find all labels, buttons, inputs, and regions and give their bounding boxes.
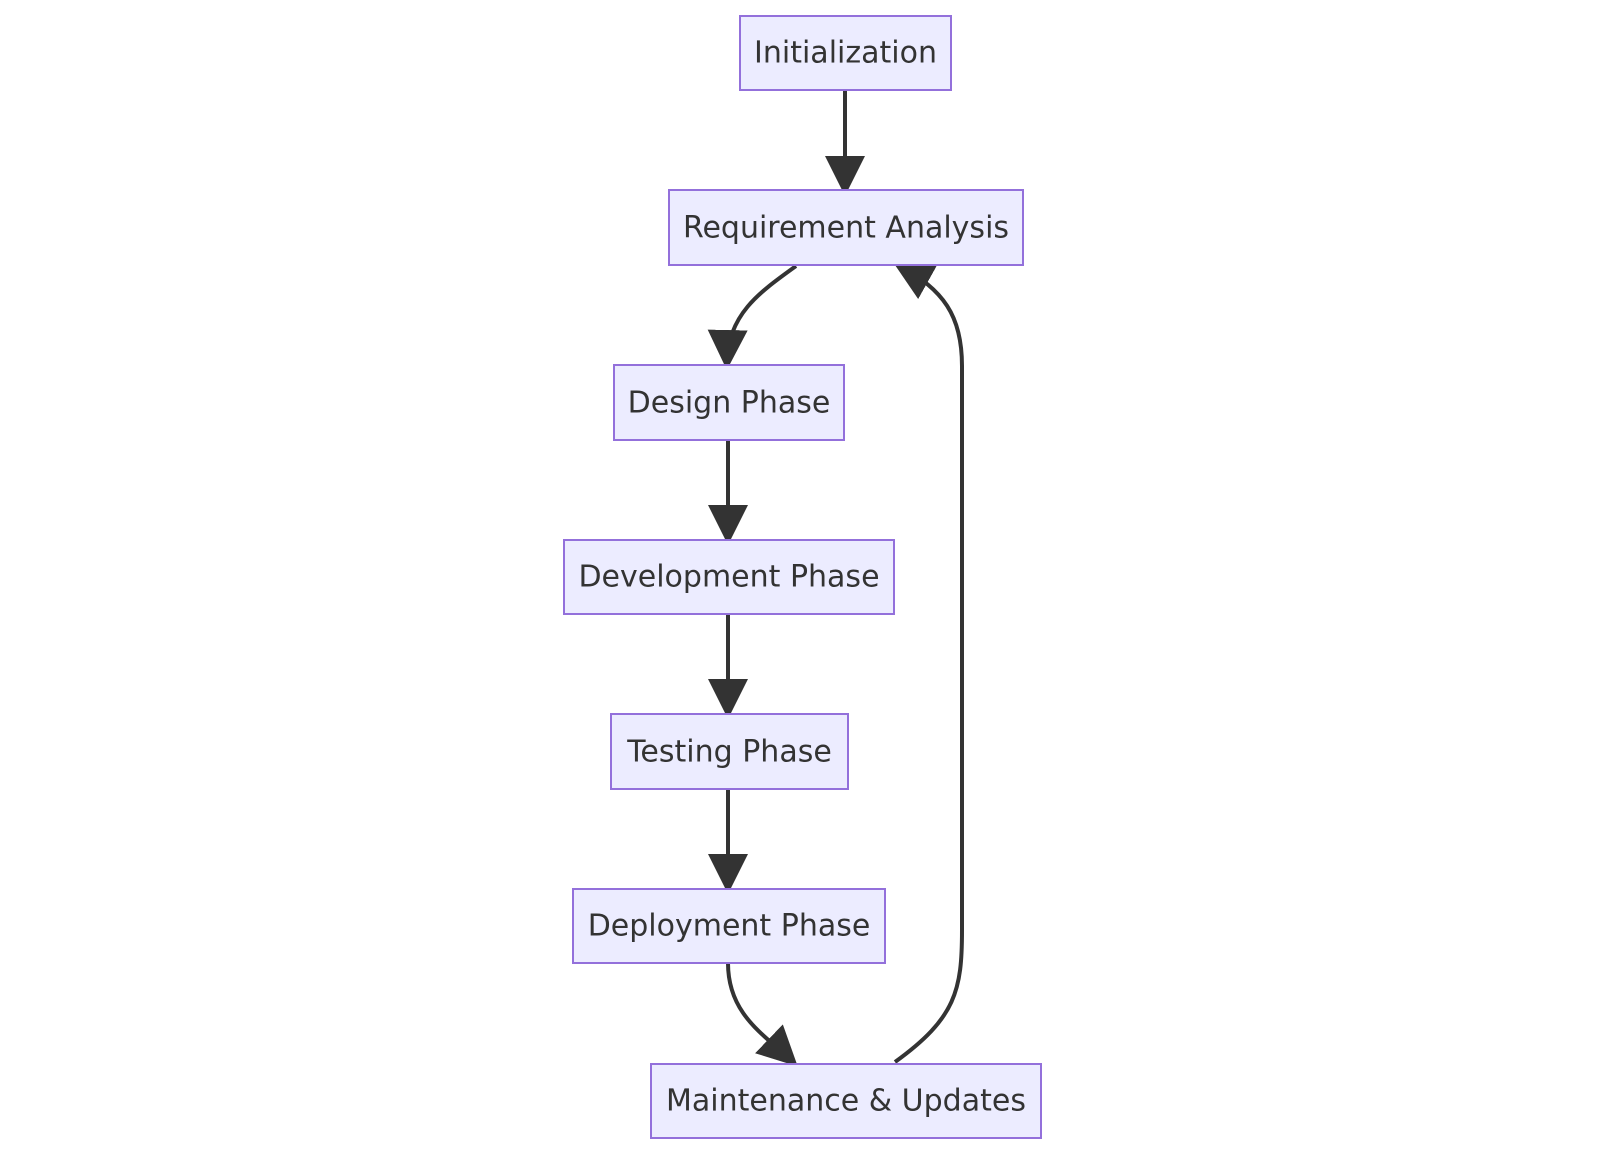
node-maintenance-updates-label: Maintenance & Updates bbox=[666, 1084, 1026, 1119]
node-requirement-analysis[interactable]: Requirement Analysis bbox=[668, 189, 1024, 266]
edge-requirement-analysis-to-design-phase bbox=[707, 264, 798, 370]
node-testing-phase[interactable]: Testing Phase bbox=[610, 713, 849, 790]
node-design-phase-label: Design Phase bbox=[628, 386, 831, 421]
node-maintenance-updates[interactable]: Maintenance & Updates bbox=[650, 1063, 1042, 1139]
edge-deployment-phase-to-maintenance-updates bbox=[726, 962, 798, 1067]
node-initialization[interactable]: Initialization bbox=[739, 15, 952, 91]
node-deployment-phase[interactable]: Deployment Phase bbox=[572, 888, 886, 964]
node-development-phase-label: Development Phase bbox=[578, 560, 879, 595]
edge-maintenance-updates-to-requirement-analysis bbox=[893, 262, 964, 1064]
node-development-phase[interactable]: Development Phase bbox=[563, 539, 895, 615]
node-initialization-label: Initialization bbox=[754, 36, 937, 71]
node-requirement-analysis-label: Requirement Analysis bbox=[683, 211, 1009, 246]
node-deployment-phase-label: Deployment Phase bbox=[588, 909, 871, 944]
node-design-phase[interactable]: Design Phase bbox=[613, 364, 845, 441]
node-testing-phase-label: Testing Phase bbox=[626, 735, 832, 770]
